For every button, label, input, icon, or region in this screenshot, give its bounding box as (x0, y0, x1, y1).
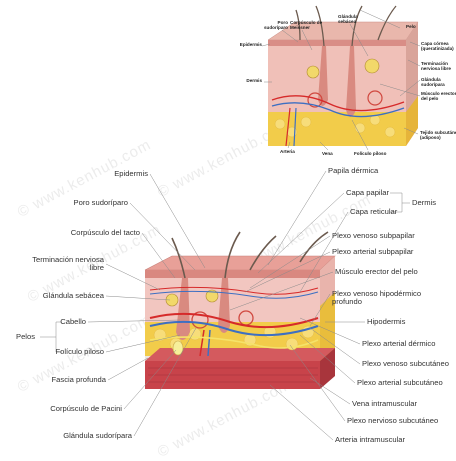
label-inset-epidermis: Epidermis (222, 42, 262, 47)
label-inset-glandula-sebacea: Glándula sebácea (338, 14, 358, 24)
label-plexo-venoso-subcutaneo: Plexo venoso subcutáneo (362, 360, 449, 368)
label-vena-intramuscular: Vena intramuscular (352, 400, 417, 408)
label-inset-dermis: Dermis (222, 78, 262, 83)
label-poro-sudoriparo: Poro sudoríparo (40, 199, 128, 207)
label-inset-glandula-sudoripara: Glándula sudorípara (421, 77, 445, 87)
label-capa-papilar: Capa papilar (346, 189, 389, 197)
label-papila-dermica: Papila dérmica (328, 167, 378, 175)
label-inset-vena: Vena (322, 151, 333, 156)
label-inset-foliculo: Folículo piloso (354, 151, 386, 156)
label-capa-reticular: Capa reticular (350, 208, 397, 216)
label-inset-pelo: Pelo (406, 24, 416, 29)
label-plexo-arterial-subcutaneo: Plexo arterial subcutáneo (357, 379, 443, 387)
label-foliculo-piloso: Folículo piloso (30, 348, 104, 356)
label-plexo-venoso-hipodermico: Plexo venoso hipodérmico profundo (332, 290, 421, 306)
main-epidermis (145, 270, 320, 278)
label-arteria-intramuscular: Arteria intramuscular (335, 436, 405, 444)
label-inset-capa-cornea: Capa córnea (queratinizada) (421, 41, 454, 51)
label-inset-arteria: Arteria (280, 149, 295, 154)
label-dermis: Dermis (412, 199, 436, 207)
label-corpusculo-tacto: Corpúsculo del tacto (20, 229, 140, 237)
label-fascia-profunda: Fascia profunda (20, 376, 106, 384)
diagram-canvas: © www.kenhub.com © www.kenhub.com © www.… (0, 0, 456, 448)
label-glandula-sudoripara: Glándula sudorípara (12, 432, 132, 440)
label-glandula-sebacea: Glándula sebácea (0, 292, 104, 300)
label-epidermis: Epidermis (60, 170, 148, 178)
main-skin-block (145, 232, 335, 389)
inset-dermis (268, 46, 406, 112)
label-plexo-arterial-dermico: Plexo arterial dérmico (362, 340, 435, 348)
label-plexo-venoso-subpapilar: Plexo venoso subpapilar (332, 232, 415, 240)
label-terminacion-nerviosa: Terminación nerviosa libre (0, 256, 104, 272)
label-inset-terminacion: Terminación nerviosa libre (421, 61, 451, 71)
label-inset-poro: Poro sudoríparo (248, 20, 288, 30)
label-inset-tejido: Tejido subcutáneo (adiposo) (420, 130, 456, 140)
label-hipodermis: Hipodermis (367, 318, 405, 326)
label-plexo-arterial-subpapilar: Plexo arterial subpapilar (332, 248, 413, 256)
label-inset-musculo: Músculo erector del pelo (421, 91, 456, 101)
label-plexo-nervioso-subcutaneo: Plexo nervioso subcutáneo (347, 417, 438, 425)
label-corpusculo-pacini: Corpúsculo de Pacini (2, 405, 122, 413)
label-inset-meissner: Corpúsculo de Meissner (290, 20, 322, 30)
inset-epidermis (268, 40, 406, 46)
label-musculo-erector: Músculo erector del pelo (335, 268, 418, 276)
label-cabello: Cabello (40, 318, 86, 326)
label-pelos: Pelos (16, 333, 35, 341)
